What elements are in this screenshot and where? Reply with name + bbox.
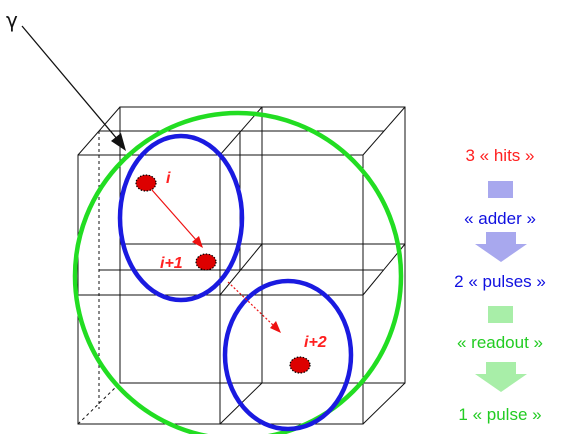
track-arrow-2 (227, 281, 281, 333)
pulses-count-label: 2 « pulses » (454, 272, 546, 291)
second-pulse-circle (222, 278, 354, 432)
first-pulse-circle (117, 133, 245, 303)
hit-marker-i+2 (289, 356, 311, 374)
outer-cluster-circle (72, 110, 404, 434)
hit-marker-i+1 (195, 253, 217, 271)
readout-label: « readout » (456, 333, 543, 352)
photon-arrow (21, 25, 126, 151)
pulse-count-label: 1 « pulse » (458, 405, 542, 424)
photon-label: γ (6, 8, 18, 32)
hit-marker-i (135, 174, 157, 192)
hit-label-i+1: i+1 (160, 255, 183, 272)
adder-label: « adder » (464, 209, 536, 228)
track-arrow-1 (151, 189, 203, 248)
readout-down-arrow (475, 362, 527, 392)
hits-count-label: 3 « hits » (465, 146, 535, 165)
hit-label-i: i (166, 170, 171, 187)
adder-down-arrow (475, 232, 527, 262)
hit-label-i+2: i+2 (304, 334, 327, 351)
readout-block (488, 306, 513, 323)
adder-block (488, 181, 513, 198)
